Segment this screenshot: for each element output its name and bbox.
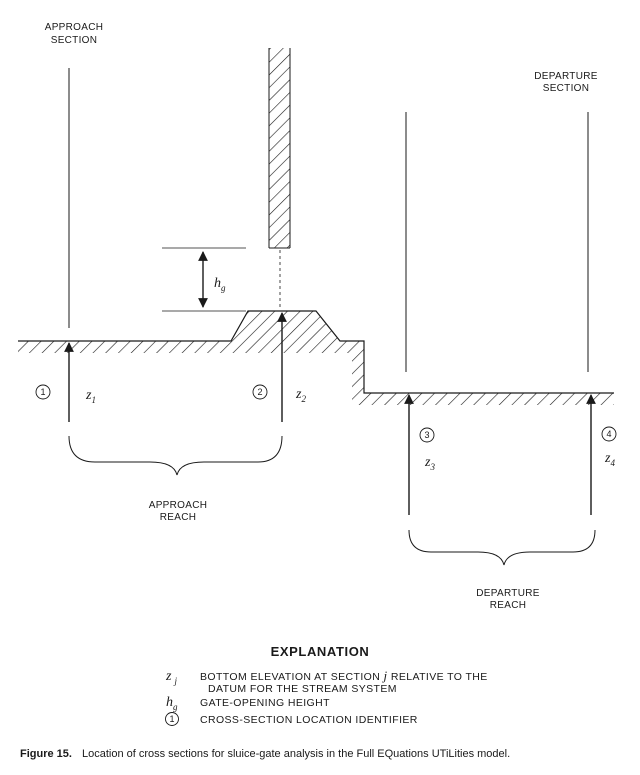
z4-label: z4 bbox=[604, 451, 615, 468]
departure-reach-label-2: REACH bbox=[490, 600, 527, 611]
identifier-2: 2 bbox=[252, 384, 268, 400]
svg-text:1: 1 bbox=[40, 387, 45, 397]
z1-label: z1 bbox=[85, 388, 96, 405]
channel-bed bbox=[18, 310, 614, 405]
approach-section-label-2: SECTION bbox=[51, 35, 98, 46]
explanation-title: EXPLANATION bbox=[271, 644, 370, 659]
departure-section-label-2: SECTION bbox=[543, 83, 590, 94]
svg-text:BOTTOM ELEVATION AT SECTION j: BOTTOM ELEVATION AT SECTION j RELATIVE T… bbox=[200, 668, 488, 683]
z2-label: z2 bbox=[295, 387, 306, 404]
hg-label: hg bbox=[214, 276, 226, 293]
svg-text:hg: hg bbox=[166, 695, 178, 712]
approach-section-label-1: APPROACH bbox=[45, 22, 104, 33]
svg-text:2: 2 bbox=[257, 387, 262, 397]
approach-reach-brace bbox=[68, 435, 283, 476]
z3-label: z3 bbox=[424, 455, 435, 472]
approach-reach-label-1: APPROACH bbox=[149, 500, 208, 511]
explanation-item-hg: hg GATE-OPENING HEIGHT bbox=[166, 695, 330, 712]
identifier-1: 1 bbox=[35, 384, 51, 400]
identifier-3: 3 bbox=[419, 427, 435, 443]
figure-caption: Figure 15.Location of cross sections for… bbox=[20, 748, 510, 760]
approach-reach-label-2: REACH bbox=[160, 512, 197, 523]
svg-text:CROSS-SECTION LOCATION IDENTIF: CROSS-SECTION LOCATION IDENTIFIER bbox=[200, 714, 418, 726]
svg-text:DATUM FOR THE STREAM SYSTEM: DATUM FOR THE STREAM SYSTEM bbox=[208, 683, 397, 695]
sluice-gate bbox=[268, 48, 291, 249]
identifier-4: 4 bbox=[601, 426, 617, 442]
departure-section-label-1: DEPARTURE bbox=[534, 71, 597, 82]
explanation-item-identifier: 1 CROSS-SECTION LOCATION IDENTIFIER bbox=[165, 712, 418, 726]
svg-text:4: 4 bbox=[606, 429, 611, 439]
svg-text:3: 3 bbox=[424, 430, 429, 440]
gate-opening-dimension bbox=[162, 247, 246, 312]
svg-text:1: 1 bbox=[169, 714, 174, 724]
svg-text:zj: zj bbox=[165, 669, 177, 686]
svg-text:GATE-OPENING HEIGHT: GATE-OPENING HEIGHT bbox=[200, 697, 330, 709]
departure-reach-label-1: DEPARTURE bbox=[476, 588, 539, 599]
departure-reach-brace bbox=[408, 529, 596, 566]
